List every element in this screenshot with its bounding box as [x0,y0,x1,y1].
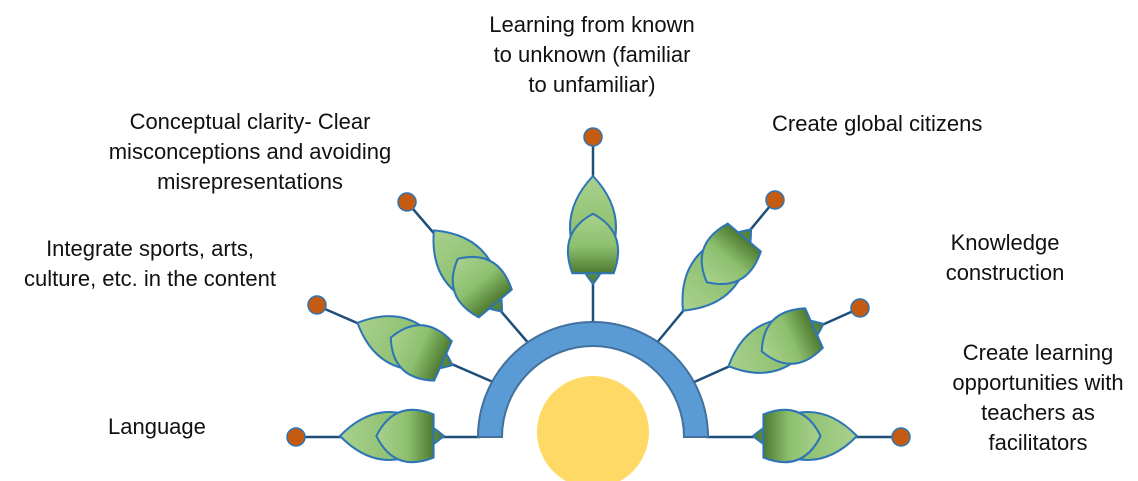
knob-upper-right [765,190,785,210]
leaf-upper-left [432,229,513,319]
knob-top [583,127,603,147]
leaf-low-right [751,408,859,464]
knob-mid-right [850,298,870,318]
branch-leaves [338,174,859,464]
knob-mid-left [307,295,327,315]
branch-knobs [286,127,911,447]
leaf-upper-right [681,222,762,312]
label-mid-left: Integrate sports, arts, culture, etc. in… [24,236,276,291]
center-arc [476,321,710,438]
label-mid-right: Knowledge construction [945,230,1065,285]
leaf-mid-left [356,315,454,382]
label-upper-left: Conceptual clarity- Clear misconceptions… [108,109,392,194]
leaf-mid-right [727,307,825,374]
label-low-left: Language [108,414,206,439]
leaf-low-left [338,408,446,464]
label-top: Learning from known to unknown (familiar… [489,12,695,97]
knob-upper-left [397,192,417,212]
label-upper-right: Create global citizens [772,111,983,136]
knob-low-right [891,427,911,447]
center-sun [537,376,649,481]
label-low-right: Create learning opportunities with teach… [952,340,1124,455]
leaf-top [566,174,620,286]
knob-low-left [286,427,306,447]
